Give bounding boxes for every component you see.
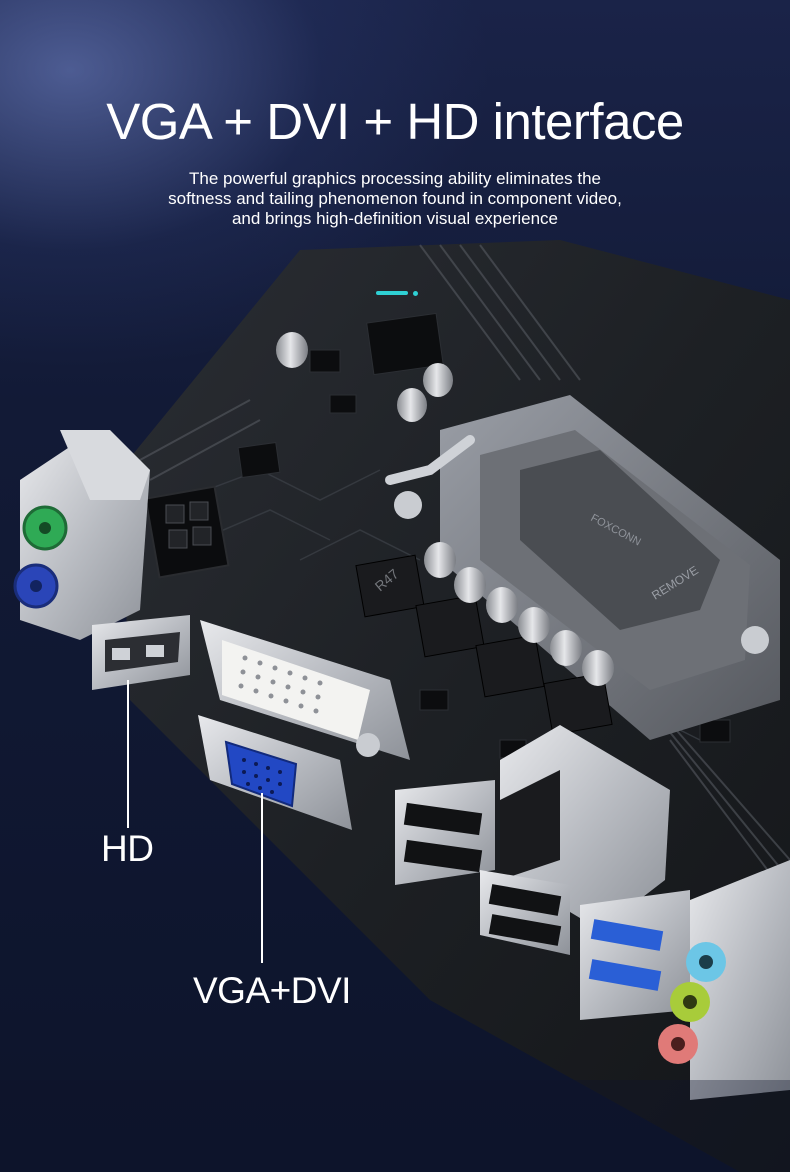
subtitle-line: softness and tailing phenomenon found in… — [168, 189, 622, 208]
page-title: VGA + DVI + HD interface — [106, 93, 684, 150]
vga-dvi-callout-label: VGA+DVI — [193, 970, 351, 1011]
hd-callout-label: HD — [101, 828, 154, 869]
accent-dash — [376, 291, 408, 295]
accent-dot — [413, 291, 418, 296]
subtitle: The powerful graphics processing ability… — [140, 169, 650, 229]
hd-callout-line — [127, 680, 129, 828]
subtitle-line: The powerful graphics processing ability… — [189, 169, 601, 188]
vga-dvi-callout-line — [261, 793, 263, 963]
subtitle-line: and brings high-definition visual experi… — [231, 209, 559, 228]
